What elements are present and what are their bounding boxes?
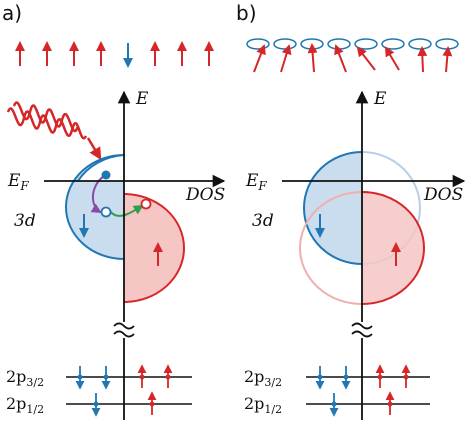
- energy-axis-label: E: [135, 89, 149, 109]
- dos-axis-label: DOS: [423, 185, 463, 205]
- dos-axis-label: DOS: [185, 185, 225, 205]
- minority-band-outline: [65, 154, 125, 260]
- panel-b-label: b): [236, 1, 257, 25]
- energy-axis-label: E: [373, 89, 387, 109]
- fermi-level-label: EF: [7, 171, 29, 193]
- tilted-spin-arrow: [280, 44, 292, 73]
- core-electrons-a: [75, 364, 173, 417]
- majority-band-faded-outline: [299, 191, 363, 305]
- green-transition-arrow: [109, 204, 144, 217]
- precession-ellipse: [273, 38, 297, 50]
- spin-row-a: [15, 41, 214, 68]
- core-level-2p32-label: 2p3/2: [6, 367, 44, 389]
- hole-minority: [100, 206, 112, 218]
- tilted-spin-arrow: [417, 46, 428, 73]
- tilted-spin-arrow: [334, 44, 347, 73]
- precession-ellipse: [327, 38, 351, 50]
- majority-band-fill: [362, 192, 424, 304]
- laser-pulse-icon: [6, 101, 102, 161]
- core-level-2p12-label: 2p1/2: [244, 394, 282, 416]
- tilted-spin-arrow: [356, 46, 376, 71]
- minority-band-outline: [303, 151, 363, 265]
- majority-band-outline: [123, 193, 185, 303]
- excited-electron: [101, 170, 111, 180]
- precession-ellipse: [435, 38, 459, 50]
- fermi-level-label: EF: [245, 171, 267, 193]
- precession-ellipse: [408, 38, 432, 50]
- purple-transition-arrow: [90, 175, 105, 214]
- tilted-spin-arrow: [253, 44, 266, 73]
- tilted-spin-arrow: [307, 43, 318, 73]
- hole-majority: [140, 198, 152, 210]
- spin-row-b: [246, 38, 459, 73]
- tilted-spin-arrow: [442, 46, 453, 73]
- tilted-spin-arrow: [384, 46, 400, 71]
- precession-ellipse: [381, 38, 405, 50]
- minority-band-fill: [304, 152, 362, 264]
- panel-a-label: a): [2, 1, 22, 25]
- core-level-2p12-label: 2p1/2: [6, 394, 44, 416]
- precession-ellipse: [246, 38, 270, 50]
- band-label: 3d: [252, 211, 274, 231]
- band-label: 3d: [14, 211, 36, 231]
- majority-band-outline: [361, 191, 425, 305]
- axis-break-icon: [113, 318, 135, 420]
- core-level-2p32-label: 2p3/2: [244, 367, 282, 389]
- axis-break-icon: [351, 318, 373, 420]
- panel-b: b): [236, 1, 466, 420]
- panel-a: a): [2, 1, 226, 420]
- core-electrons-b: [315, 364, 411, 417]
- precession-ellipse: [354, 38, 378, 50]
